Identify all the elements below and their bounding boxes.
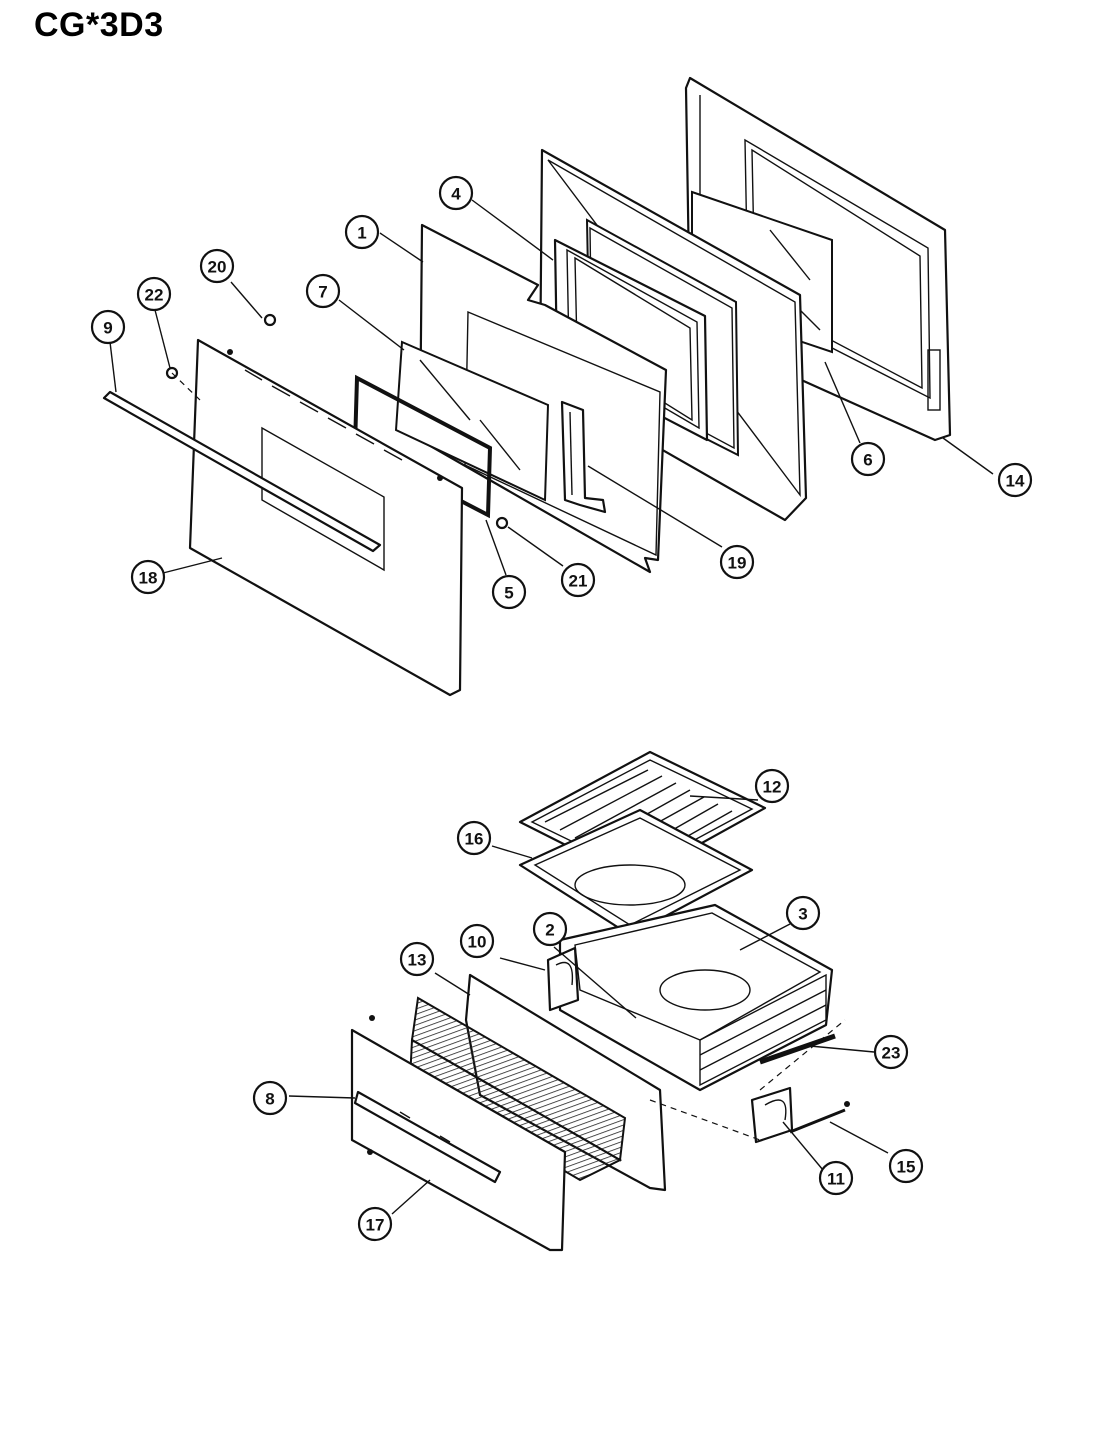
callout-circle — [130, 559, 166, 595]
callout-circle — [438, 175, 474, 211]
callout-number: 11 — [827, 1170, 845, 1189]
callout-20: 20 — [199, 248, 235, 284]
part-10-drawer-bracket — [546, 946, 580, 1012]
callout-1: 1 — [344, 214, 380, 250]
callout-16: 16 — [456, 820, 492, 856]
callout-number: 23 — [882, 1044, 901, 1063]
callout-number: 10 — [468, 933, 487, 952]
callout-circle — [532, 911, 568, 947]
callout-circle — [785, 895, 821, 931]
part-20-screw — [263, 313, 277, 327]
callout-2: 2 — [532, 911, 568, 947]
part-3-drawer-body — [558, 903, 834, 1092]
callout-15: 15 — [888, 1148, 924, 1184]
callout-circle — [344, 214, 380, 250]
callout-circle — [459, 923, 495, 959]
callout-circle — [90, 309, 126, 345]
part-15-slide — [789, 1101, 850, 1134]
callout-circle — [491, 574, 527, 610]
callout-circle — [997, 462, 1033, 498]
callout-13: 13 — [399, 941, 435, 977]
part-19-hinge-bracket — [560, 400, 607, 514]
callout-number: 18 — [139, 569, 158, 588]
callout-circle — [719, 544, 755, 580]
part-5-gasket — [352, 374, 493, 519]
callout-22: 22 — [136, 276, 172, 312]
callout-circle — [754, 768, 790, 804]
callout-circle — [252, 1080, 288, 1116]
callout-circle — [199, 248, 235, 284]
callout-3: 3 — [785, 895, 821, 931]
callout-circle — [850, 441, 886, 477]
callout-number: 3 — [798, 905, 807, 924]
insulation-block — [408, 996, 627, 1182]
callout-6: 6 — [850, 441, 886, 477]
part-17-drawer-front-panel — [350, 1015, 567, 1252]
callout-circle — [818, 1160, 854, 1196]
callout-19: 19 — [719, 544, 755, 580]
callout-number: 2 — [545, 921, 554, 940]
callout-18: 18 — [130, 559, 166, 595]
callout-21: 21 — [560, 562, 596, 598]
callout-number: 9 — [103, 319, 112, 338]
callout-circle — [399, 941, 435, 977]
callout-number: 4 — [451, 185, 461, 204]
callout-circle — [888, 1148, 924, 1184]
callout-4: 4 — [438, 175, 474, 211]
leader-lines-bottom — [288, 795, 889, 1215]
part-16-broiler-pan — [518, 808, 754, 937]
part-11-roller-bracket — [750, 1086, 794, 1144]
callout-8: 8 — [252, 1080, 288, 1116]
callout-circle — [560, 562, 596, 598]
callout-9: 9 — [90, 309, 126, 345]
callout-number: 12 — [763, 778, 782, 797]
part-8-drawer-handle — [353, 1090, 502, 1184]
callout-number: 14 — [1006, 472, 1025, 491]
callout-number: 21 — [569, 572, 588, 591]
callout-number: 8 — [265, 1090, 274, 1109]
callout-number: 6 — [863, 451, 872, 470]
callout-5: 5 — [491, 574, 527, 610]
callout-circle — [357, 1206, 393, 1242]
callout-number: 13 — [408, 951, 427, 970]
callout-number: 20 — [208, 258, 227, 277]
callout-number: 17 — [366, 1216, 385, 1235]
callout-circle — [456, 820, 492, 856]
part-9-door-handle — [102, 390, 382, 553]
diagram-title: CG*3D3 — [34, 6, 164, 44]
callout-number: 15 — [897, 1158, 916, 1177]
callout-10: 10 — [459, 923, 495, 959]
callout-number: 19 — [728, 554, 747, 573]
leader-lines-top — [109, 199, 994, 576]
callout-circle — [136, 276, 172, 312]
part-21-screw — [495, 516, 509, 530]
callout-11: 11 — [818, 1160, 854, 1196]
callout-23: 23 — [873, 1034, 909, 1070]
callout-circle — [305, 273, 341, 309]
callout-number: 5 — [504, 584, 513, 603]
callout-number: 22 — [145, 286, 164, 305]
callout-12: 12 — [754, 768, 790, 804]
callout-14: 14 — [997, 462, 1033, 498]
callout-number: 7 — [318, 283, 327, 302]
callout-number: 16 — [465, 830, 484, 849]
callout-circle — [873, 1034, 909, 1070]
callout-7: 7 — [305, 273, 341, 309]
callout-17: 17 — [357, 1206, 393, 1242]
part-23-rod — [759, 1033, 836, 1065]
callout-number: 1 — [357, 224, 366, 243]
